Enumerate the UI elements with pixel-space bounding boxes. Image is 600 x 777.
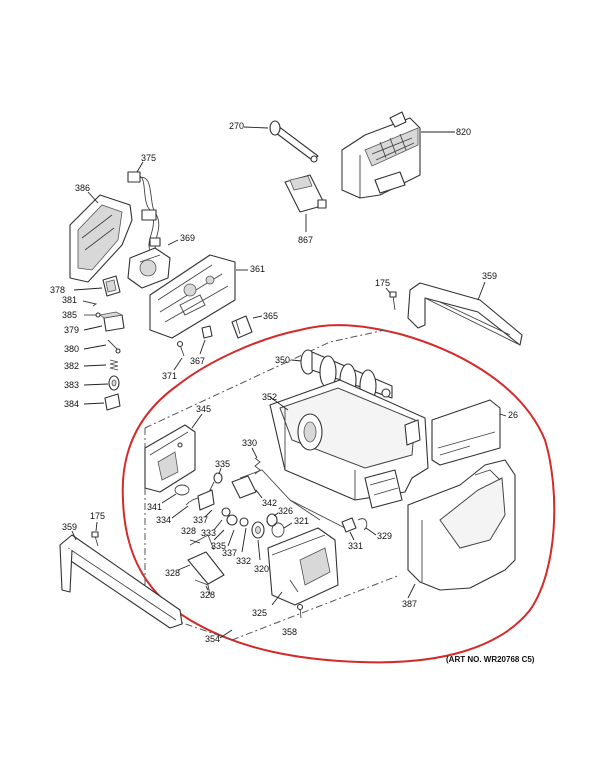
callout-321: 321: [294, 516, 309, 526]
callout-380: 380: [64, 344, 79, 354]
callout-361: 361: [250, 264, 265, 274]
callout-334: 334: [156, 515, 171, 525]
callout-359-bottom: 359: [62, 522, 77, 532]
part-381-clip[interactable]: [82, 300, 98, 307]
callout-342: 342: [262, 498, 277, 508]
callout-345: 345: [196, 404, 211, 414]
callout-820: 820: [456, 127, 471, 137]
callout-379: 379: [64, 325, 79, 335]
callout-383: 383: [64, 380, 79, 390]
callout-337-a: 337: [193, 515, 208, 525]
part-379-block[interactable]: [99, 311, 125, 332]
callout-341: 341: [147, 502, 162, 512]
callout-386: 386: [75, 183, 90, 193]
part-359-bracket-top[interactable]: [407, 282, 523, 346]
part-358-screw[interactable]: [296, 603, 304, 619]
callout-326: 326: [278, 506, 293, 516]
callout-385: 385: [62, 310, 77, 320]
callout-175-bottom: 175: [90, 511, 105, 521]
part-371-screw[interactable]: [176, 340, 185, 357]
part-359-bracket-bottom[interactable]: [59, 534, 183, 629]
part-270-shaft[interactable]: [269, 120, 319, 163]
callout-867: 867: [298, 235, 313, 245]
callout-175-top: 175: [375, 278, 390, 288]
callout-331: 331: [348, 541, 363, 551]
callout-375: 375: [141, 153, 156, 163]
callout-359-top: 359: [482, 271, 497, 281]
callout-335-b: 335: [211, 541, 226, 551]
callout-328-a: 328: [181, 526, 196, 536]
art-number: (ART NO. WR20768 C5): [446, 655, 535, 664]
part-175-screw-top[interactable]: [389, 291, 397, 311]
callout-330: 330: [242, 438, 257, 448]
part-380-pin[interactable]: [107, 339, 121, 354]
part-345-bracket[interactable]: [144, 424, 196, 493]
callout-367: 367: [190, 356, 205, 366]
callout-358: 358: [282, 627, 297, 637]
part-mechanism-cluster[interactable]: [197, 469, 321, 527]
callout-382: 382: [64, 361, 79, 371]
part-367-clip[interactable]: [201, 325, 213, 339]
callout-337-b: 337: [222, 548, 237, 558]
part-386-cover[interactable]: [69, 194, 133, 283]
callout-329: 329: [377, 531, 392, 541]
part-361-housing[interactable]: [149, 254, 236, 339]
callout-270: 270: [229, 121, 244, 131]
part-328-lever-b[interactable]: [187, 551, 225, 596]
part-326-ring[interactable]: [266, 513, 278, 527]
callout-387: 387: [402, 599, 417, 609]
callout-369: 369: [180, 233, 195, 243]
part-175-screw-bottom[interactable]: [91, 531, 99, 547]
part-321-ring[interactable]: [271, 522, 285, 538]
part-867-bracket[interactable]: [284, 174, 327, 213]
part-320-gear[interactable]: [251, 521, 265, 539]
part-26-cover[interactable]: [431, 399, 501, 466]
callout-325: 325: [252, 608, 267, 618]
callout-335-a: 335: [215, 459, 230, 469]
callout-332: 332: [236, 556, 251, 566]
part-369-motor[interactable]: [127, 247, 171, 289]
callout-365: 365: [263, 311, 278, 321]
callout-350: 350: [275, 355, 290, 365]
callout-371: 371: [162, 371, 177, 381]
part-378-switch[interactable]: [102, 275, 121, 297]
part-384-cap[interactable]: [104, 393, 121, 411]
part-375-harness[interactable]: [127, 171, 161, 253]
part-365-bracket[interactable]: [231, 315, 253, 339]
part-331-rod[interactable]: [289, 499, 357, 533]
callout-381: 381: [62, 295, 77, 305]
callout-352: 352: [262, 392, 277, 402]
part-385-screw[interactable]: [84, 312, 101, 318]
part-382-spring[interactable]: [109, 359, 119, 371]
part-820-icemaker[interactable]: [341, 111, 421, 199]
callout-333: 333: [201, 528, 216, 538]
part-352-bucket[interactable]: [269, 379, 429, 509]
part-387-chute[interactable]: [407, 459, 516, 591]
callout-328-b: 328: [165, 568, 180, 578]
part-325-motor-cover[interactable]: [267, 527, 339, 606]
callout-378: 378: [50, 285, 65, 295]
highlight-outline: [121, 324, 556, 664]
callout-354: 354: [205, 634, 220, 644]
part-335-spring-a[interactable]: [213, 472, 223, 484]
part-383-bushing[interactable]: [108, 375, 120, 391]
part-329-spring[interactable]: [357, 518, 368, 531]
callout-26: 26: [508, 410, 518, 420]
callout-328-c: 328: [200, 590, 215, 600]
callout-320: 320: [254, 564, 269, 574]
callout-384: 384: [64, 399, 79, 409]
part-341-washer[interactable]: [174, 484, 190, 496]
